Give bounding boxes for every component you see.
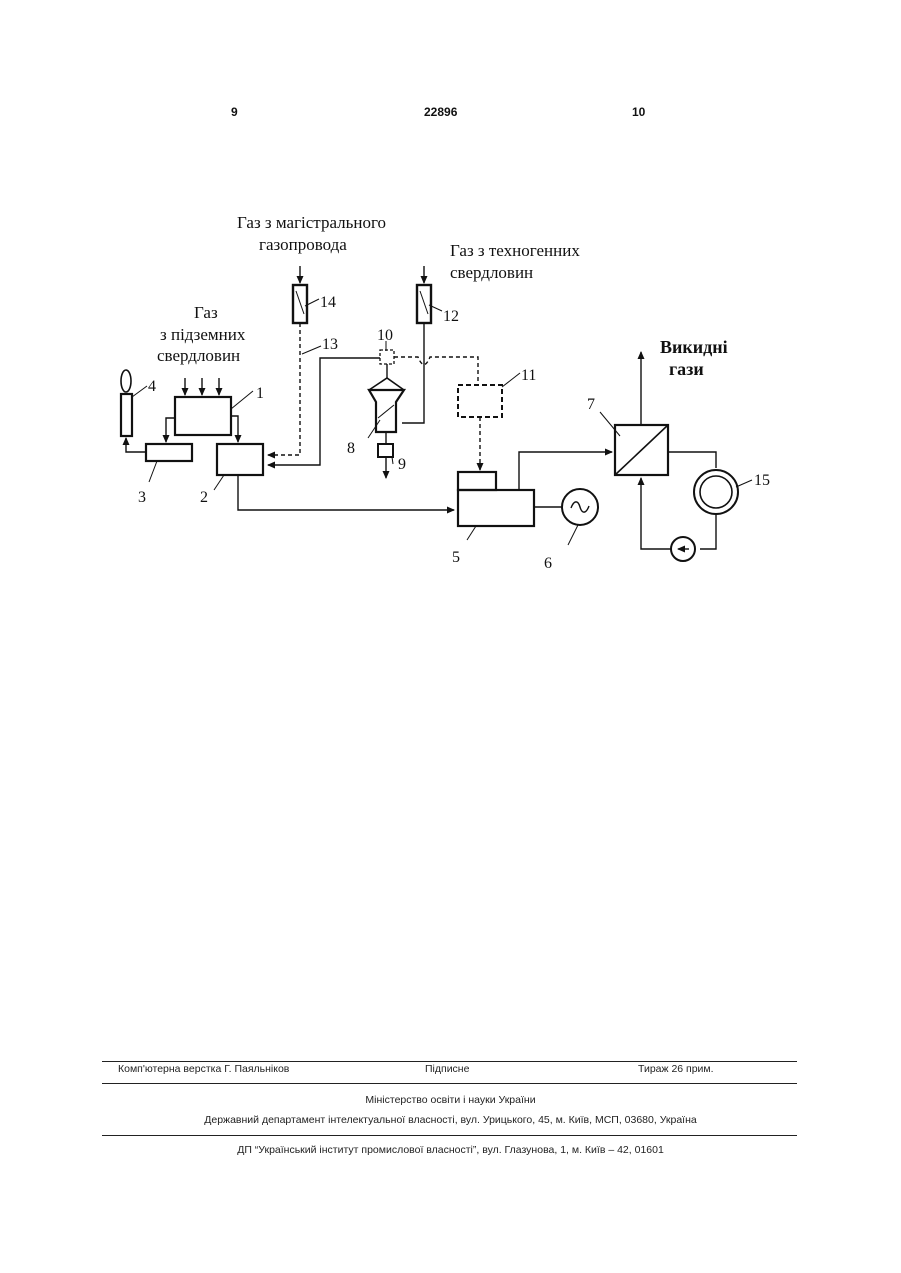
block-10	[380, 350, 394, 364]
block-5-turbine	[458, 490, 534, 526]
block-4-flare	[121, 394, 132, 436]
label-number-7: 7	[587, 396, 595, 413]
footer-ministry: Міністерство освіти і науки України	[0, 1094, 901, 1106]
label-underground-line2: з підземних	[160, 325, 246, 344]
label-number-3: 3	[138, 489, 146, 506]
label-exhaust-line2: гази	[669, 359, 704, 379]
flame-icon	[121, 370, 131, 392]
footer-typesetter: Комп'ютерна верстка Г. Паяльніков	[118, 1063, 289, 1075]
label-number-9: 9	[398, 456, 406, 473]
block-2	[217, 444, 263, 475]
process-flow-diagram: Газ з магістрального газопровода Газ з т…	[0, 0, 901, 620]
footer-department: Державний департамент інтелектуальної вл…	[0, 1114, 901, 1126]
label-number-15: 15	[754, 472, 770, 489]
footer-rule-middle	[102, 1083, 797, 1084]
label-number-2: 2	[200, 489, 208, 506]
block-11	[458, 385, 502, 417]
footer-rule-bottom	[102, 1135, 797, 1136]
footer-rule-top	[102, 1061, 797, 1062]
footer-signed: Підписне	[425, 1063, 469, 1075]
line-2-to-5	[238, 475, 454, 510]
label-main-gas-line1: Газ з магістрального	[237, 213, 386, 232]
line-13-dashed	[268, 323, 300, 455]
line-12-to-8	[402, 323, 424, 423]
label-number-4: 4	[148, 378, 156, 395]
label-exhaust-line1: Викидні	[660, 337, 728, 357]
label-number-6: 6	[544, 555, 552, 572]
label-number-11: 11	[521, 367, 536, 384]
label-number-10: 10	[377, 327, 393, 344]
footer-institute: ДП “Український інститут промислової вла…	[0, 1144, 901, 1156]
label-number-5: 5	[452, 549, 460, 566]
label-tech-gas-line2: свердловин	[450, 263, 533, 282]
block-3	[146, 444, 192, 461]
label-underground-line1: Газ	[194, 303, 218, 322]
label-number-13: 13	[322, 336, 338, 353]
label-number-8: 8	[347, 440, 355, 457]
block-9	[378, 444, 393, 457]
label-number-1: 1	[256, 385, 264, 402]
label-main-gas-line2: газопровода	[259, 235, 347, 254]
label-tech-gas-line1: Газ з техногенних	[450, 241, 580, 260]
label-underground-line3: свердловин	[157, 346, 240, 365]
label-number-12: 12	[443, 308, 459, 325]
block-5-top	[458, 472, 496, 490]
line-10-to-11	[394, 357, 478, 383]
block-1	[175, 397, 231, 435]
line-5-to-7	[519, 452, 612, 490]
label-number-14: 14	[320, 294, 336, 311]
footer-circulation: Тираж 26 прим.	[638, 1063, 714, 1075]
